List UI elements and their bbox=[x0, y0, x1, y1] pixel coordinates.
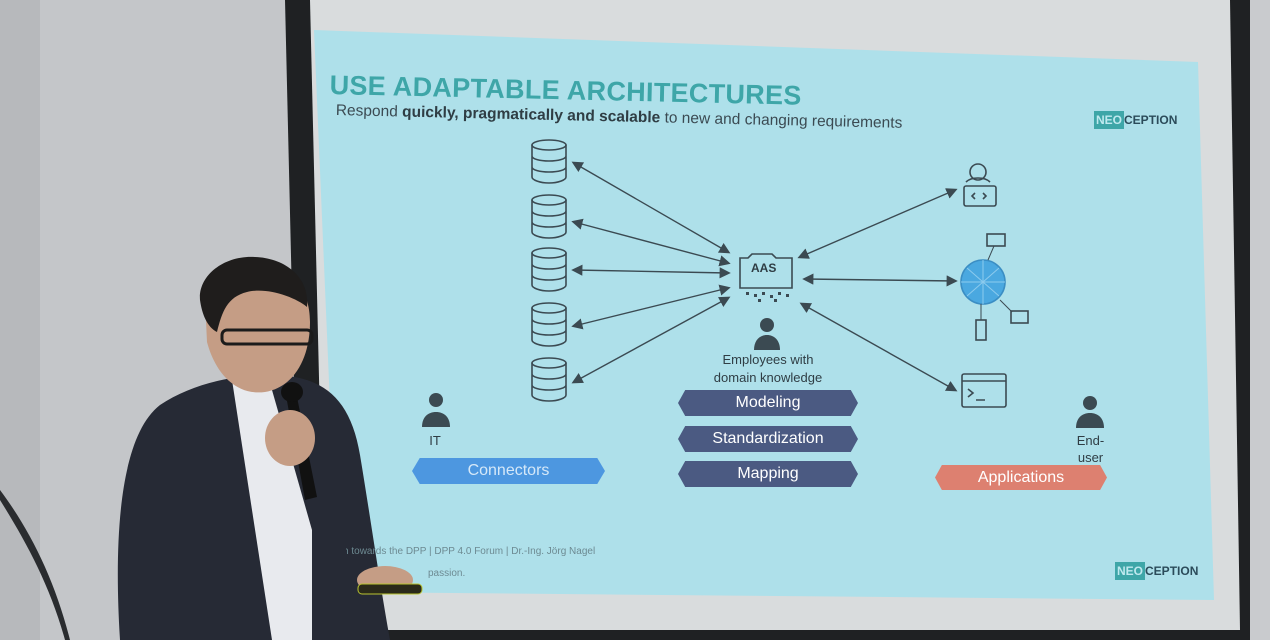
employee-person-icon bbox=[754, 318, 780, 350]
slide-footer-2: passion. bbox=[428, 568, 466, 579]
terminal-icon bbox=[961, 373, 1007, 408]
enduser-person-icon bbox=[1076, 396, 1104, 428]
it-label: IT bbox=[429, 433, 441, 448]
shirt bbox=[232, 380, 312, 640]
employees-label-2: domain knowledge bbox=[713, 370, 823, 385]
enduser-label-2: user bbox=[1077, 450, 1104, 465]
database-icon bbox=[531, 247, 567, 292]
connectors-banner: Connectors bbox=[412, 458, 605, 484]
slide-background bbox=[314, 30, 1214, 600]
slide-footer: Path towards the DPP | DPP 4.0 Forum | D… bbox=[328, 546, 596, 557]
subtitle-text: Respond bbox=[335, 102, 403, 121]
arrow bbox=[799, 302, 958, 392]
developer-icon bbox=[963, 163, 997, 207]
aas-label: AAS bbox=[751, 261, 777, 275]
network-globe-icon bbox=[960, 233, 1029, 341]
enduser-label-1: End- bbox=[1076, 433, 1105, 448]
aas-icon bbox=[739, 253, 793, 302]
arrows bbox=[571, 161, 958, 392]
database-icon bbox=[531, 357, 567, 402]
standardization-banner: Standardization bbox=[678, 426, 858, 452]
arrow bbox=[797, 188, 958, 259]
modeling-banner: Modeling bbox=[678, 390, 858, 416]
database-icons bbox=[531, 139, 567, 402]
database-icon bbox=[531, 194, 567, 239]
database-icon bbox=[531, 302, 567, 347]
employees-label-1: Employees with bbox=[722, 352, 814, 367]
database-icon bbox=[531, 139, 567, 184]
logo-rest: CEPTION bbox=[1145, 564, 1199, 578]
wall-edge bbox=[0, 0, 40, 640]
applications-banner: Applications bbox=[935, 465, 1107, 490]
mapping-banner: Mapping bbox=[678, 461, 858, 487]
logo-neo: NEO bbox=[1115, 562, 1146, 580]
hair bbox=[199, 256, 308, 332]
arrow bbox=[802, 273, 958, 287]
hand bbox=[265, 410, 315, 466]
arrow bbox=[571, 218, 731, 267]
logo-rest: CEPTION bbox=[1124, 113, 1178, 127]
logo-neo: NEO bbox=[1094, 111, 1125, 129]
microphone-stand bbox=[0, 490, 70, 640]
arrow bbox=[571, 296, 731, 384]
glasses bbox=[220, 328, 314, 346]
arrow bbox=[571, 264, 731, 279]
it-person-icon bbox=[422, 393, 450, 427]
presentation-clicker bbox=[357, 583, 423, 595]
presenter bbox=[0, 256, 423, 640]
